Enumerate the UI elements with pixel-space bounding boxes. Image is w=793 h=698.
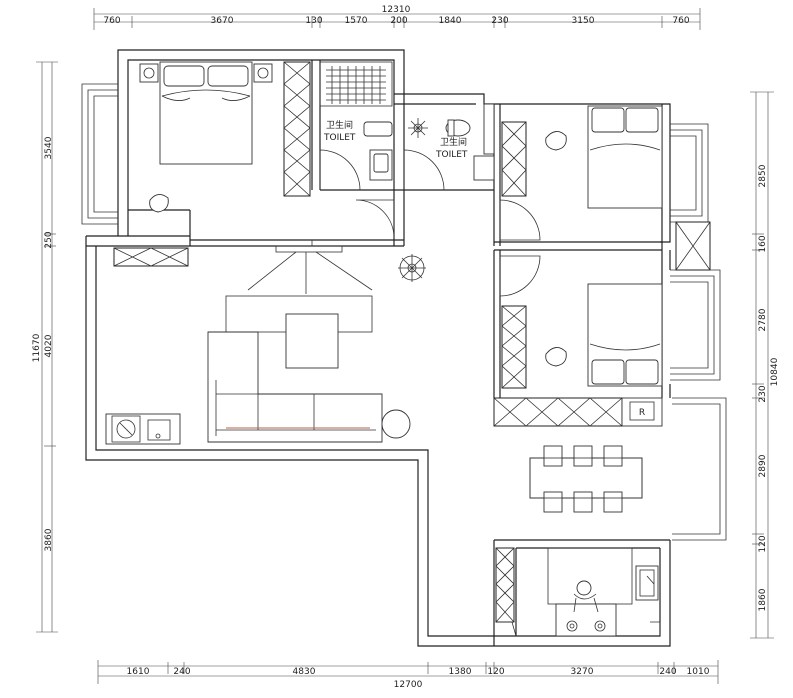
potted-plant-icon xyxy=(398,254,426,282)
bottom-dim-6: 3270 xyxy=(571,667,594,677)
bedroom-3-chair xyxy=(545,347,567,367)
bedroom-2-bed xyxy=(587,105,663,209)
bottom-dim-1: 1610 xyxy=(127,667,150,677)
side-table xyxy=(381,409,411,439)
right-dim-3: 2780 xyxy=(758,308,768,331)
left-dimension-line: 11670 3540 250 4020 3860 xyxy=(32,61,58,633)
left-dim-3: 4020 xyxy=(44,334,54,357)
right-dim-4: 230 xyxy=(758,385,768,402)
bottom-total-dimension: 12700 xyxy=(394,680,423,690)
master-bedroom-bay-window xyxy=(81,83,118,225)
bedroom-2-bay-window xyxy=(670,123,709,223)
right-corridor-walls xyxy=(672,397,727,541)
master-desk-chair xyxy=(149,194,169,213)
shower-tile-grid xyxy=(326,66,386,104)
top-dim-7: 230 xyxy=(491,16,508,26)
right-dim-5: 2890 xyxy=(758,454,768,477)
top-dim-8: 3150 xyxy=(572,16,595,26)
kitchen-counter xyxy=(547,547,633,637)
cook-figure-icon xyxy=(573,580,599,613)
bottom-dim-4: 1380 xyxy=(449,667,472,677)
fridge-label: R xyxy=(639,408,645,418)
toilet-1-label-cn: 卫生间 xyxy=(326,119,353,131)
top-dim-3: 130 xyxy=(305,16,322,26)
kitchen-corner-shelf xyxy=(498,621,661,637)
bedroom-3-wardrobe xyxy=(501,305,527,389)
bottom-dim-5: 120 xyxy=(487,667,504,677)
bedroom-3-bed xyxy=(587,283,663,387)
top-dim-5: 200 xyxy=(390,16,407,26)
top-total-dimension: 12310 xyxy=(382,5,411,15)
tv-cabinet xyxy=(113,247,189,267)
toilet-2-label-cn: 卫生间 xyxy=(440,136,467,148)
top-dim-4: 1570 xyxy=(345,16,368,26)
toilet-2-label-en: TOILET xyxy=(435,150,468,160)
dining-table-set xyxy=(529,445,643,513)
right-dim-6: 120 xyxy=(758,535,768,552)
top-dim-1: 760 xyxy=(103,16,120,26)
master-bed xyxy=(139,61,273,165)
ceiling-light-lines xyxy=(247,245,373,294)
right-dim-7: 1860 xyxy=(758,588,768,611)
bottom-dim-8: 1010 xyxy=(687,667,710,677)
left-dim-4: 3860 xyxy=(44,528,54,551)
bedroom-2-wardrobe xyxy=(501,121,527,197)
bottom-dimension-line: 1610 240 4830 1380 120 3270 240 1010 127… xyxy=(97,660,719,690)
left-dim-2: 250 xyxy=(44,231,54,248)
coffee-table-area xyxy=(225,295,373,369)
interior-walls xyxy=(86,60,670,636)
top-dim-6: 1840 xyxy=(439,16,462,26)
left-total-dimension: 11670 xyxy=(32,333,42,362)
toilet-1: 卫生间 TOILET xyxy=(319,61,393,181)
fridge: R xyxy=(621,397,663,427)
top-dim-9: 760 xyxy=(672,16,689,26)
l-shaped-sofa xyxy=(207,331,383,443)
top-dim-2: 3670 xyxy=(211,16,234,26)
washer-cabinet xyxy=(105,413,181,445)
doors xyxy=(319,149,541,297)
shower-head-icon xyxy=(408,118,428,138)
toilet-1-label-en: TOILET xyxy=(323,133,356,143)
left-dim-1: 3540 xyxy=(44,136,54,159)
bedroom-2-chair xyxy=(545,131,567,151)
bottom-dim-7: 240 xyxy=(659,667,676,677)
right-dim-2: 160 xyxy=(758,235,768,252)
kitchen-sink xyxy=(635,565,659,601)
top-dimension-line: 12310 760 3670 130 1570 200 1840 230 315… xyxy=(93,5,701,30)
right-dim-1: 2850 xyxy=(758,164,768,187)
sideboard-cabinet xyxy=(493,397,623,427)
toilet-2: 卫生间 TOILET xyxy=(408,103,495,181)
right-total-dimension: 10840 xyxy=(770,357,780,386)
bedroom-3-bay-window xyxy=(670,269,721,381)
bottom-dim-3: 4830 xyxy=(293,667,316,677)
right-dimension-line: 2850 160 2780 230 2890 120 1860 10840 xyxy=(750,91,780,639)
bottom-dim-2: 240 xyxy=(173,667,190,677)
balcony-cabinet-right xyxy=(675,221,711,271)
kitchen-cabinet-left xyxy=(495,547,515,623)
master-wardrobe xyxy=(283,61,311,197)
